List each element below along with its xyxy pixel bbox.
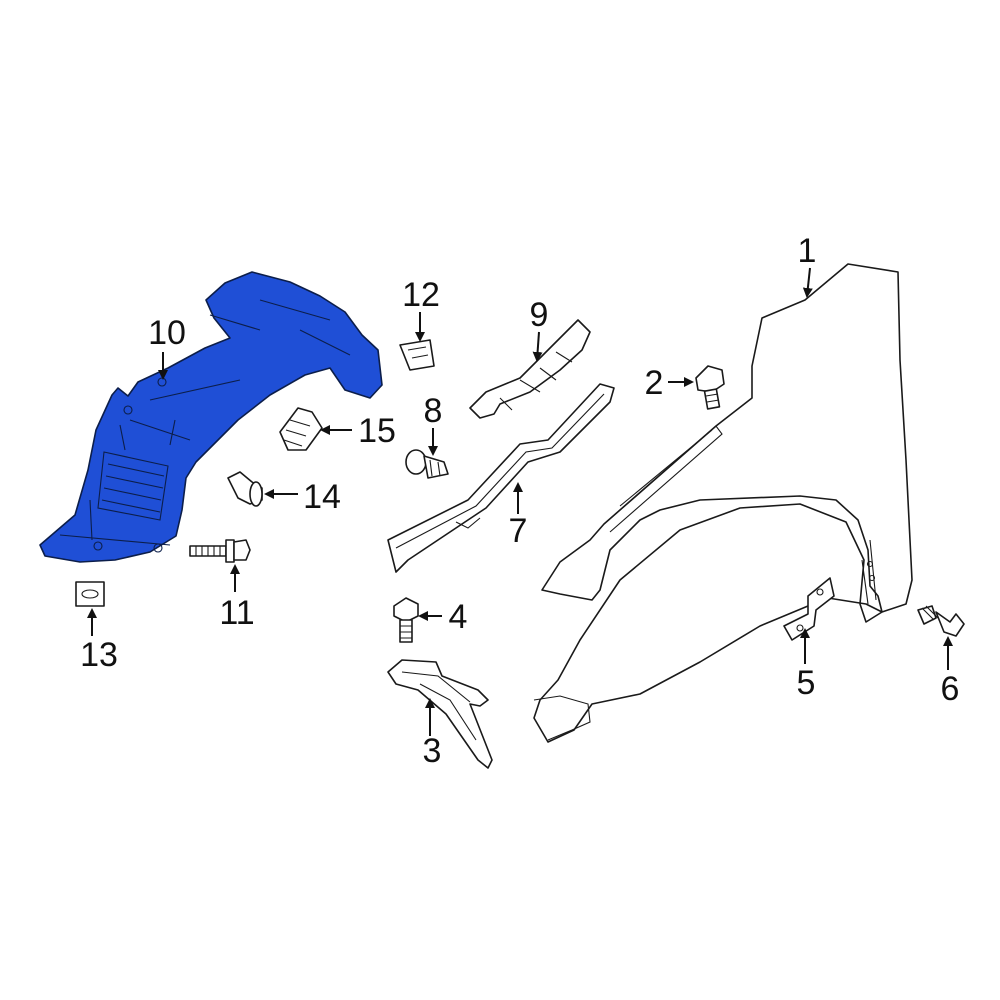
- liner-bolt: [189, 539, 251, 563]
- callout-label-7: 7: [509, 512, 528, 550]
- callout-label-4: 4: [449, 598, 468, 636]
- push-retainer: [227, 471, 263, 507]
- fender-liner-body: [39, 271, 383, 563]
- bolt: [393, 597, 419, 643]
- callout-label-3: 3: [423, 732, 442, 770]
- fender-liner: [39, 271, 383, 563]
- callout-label-2: 2: [645, 364, 664, 402]
- callout-labels: 1 2 3 4 5 6 7 8 9 10 11 12 13 14 15: [80, 232, 959, 770]
- callout-label-12: 12: [402, 276, 440, 314]
- liner-clip: [279, 407, 323, 451]
- callout-label-5: 5: [797, 664, 816, 702]
- callout-label-9: 9: [530, 296, 549, 334]
- callout-arrow-1: [802, 267, 813, 298]
- push-clip: [405, 449, 449, 479]
- fender-liner-hole: [123, 405, 133, 415]
- callout-label-15: 15: [358, 412, 396, 450]
- fender: [533, 263, 913, 743]
- fender-liner-hole: [93, 541, 103, 551]
- fender-seal: [387, 383, 615, 573]
- callout-arrows: [87, 267, 953, 736]
- callout-label-13: 13: [80, 636, 118, 674]
- callout-label-8: 8: [424, 392, 443, 430]
- upper-bracket: [469, 319, 591, 419]
- callout-label-1: 1: [798, 232, 817, 270]
- lower-bracket: [387, 659, 493, 769]
- callout-label-14: 14: [303, 478, 341, 516]
- bolt: [695, 365, 725, 410]
- bolt: [917, 605, 965, 637]
- fender-liner-ribs: [59, 299, 351, 546]
- callout-label-10: 10: [148, 314, 186, 352]
- fender-liner-hole: [153, 543, 163, 553]
- fender-bracket: [783, 577, 835, 641]
- callout-arrow-9: [532, 331, 543, 362]
- clip-nut: [399, 339, 435, 371]
- callout-label-6: 6: [941, 670, 960, 708]
- fender-liner-grille: [97, 451, 169, 521]
- callout-label-11: 11: [219, 594, 254, 632]
- retainer: [75, 581, 105, 607]
